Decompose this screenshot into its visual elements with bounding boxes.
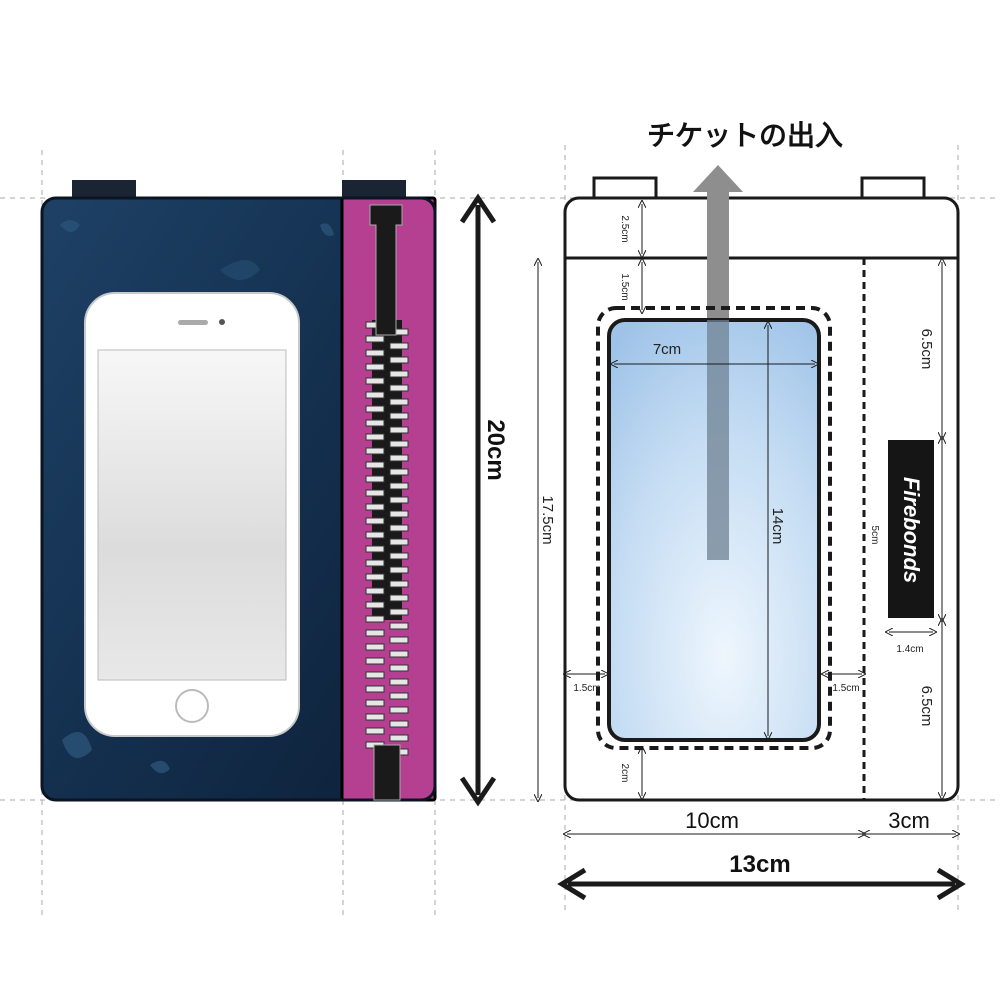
- zipper-tooth: [365, 349, 385, 357]
- zipper-tooth: [389, 664, 409, 672]
- zipper-stop-bottom: [373, 744, 401, 801]
- zipper-tooth: [365, 377, 385, 385]
- phone-home-button: [175, 689, 209, 723]
- phone-illustration: [84, 292, 300, 737]
- brand-name: Firebonds: [899, 477, 924, 583]
- zipper-tooth: [389, 538, 409, 546]
- zipper-tooth: [389, 678, 409, 686]
- zipper-tooth: [389, 692, 409, 700]
- zipper-tooth: [365, 685, 385, 693]
- zipper-tooth: [365, 559, 385, 567]
- pouch-front-view: [40, 180, 437, 802]
- zipper-tooth: [389, 552, 409, 560]
- zipper-tooth: [365, 587, 385, 595]
- zipper-tooth: [365, 601, 385, 609]
- bottom-gap-label: 2cm: [619, 764, 630, 783]
- zipper-tooth: [365, 447, 385, 455]
- zipper-tooth: [365, 475, 385, 483]
- zipper-tooth: [389, 594, 409, 602]
- logo-width-label: 1.4cm: [896, 644, 923, 655]
- height-dimension: 20cm: [459, 193, 509, 807]
- logo-height-label: 5cm: [869, 526, 880, 545]
- zipper-tooth: [389, 468, 409, 476]
- zipper-tooth: [389, 706, 409, 714]
- zipper-tooth: [365, 433, 385, 441]
- zipper-tooth: [389, 426, 409, 434]
- dimension-labels: 2.5cm 1.5cm 2cm 17.5cm 7cm 14cm 1.5cm 1.…: [539, 215, 935, 878]
- zipper-tooth: [389, 524, 409, 532]
- zipper-tooth: [389, 398, 409, 406]
- zipper-tooth: [389, 720, 409, 728]
- side-right-label: 1.5cm: [832, 683, 859, 694]
- zipper-tooth: [365, 531, 385, 539]
- zipper-tooth: [389, 496, 409, 504]
- zipper-tooth: [389, 622, 409, 630]
- zipper-tooth: [365, 335, 385, 343]
- brand-label-block: [888, 440, 934, 618]
- zipper-tooth: [389, 370, 409, 378]
- pocket-bottom-label: 6.5cm: [918, 686, 935, 727]
- zipper-tooth: [389, 636, 409, 644]
- zipper-tooth: [365, 615, 385, 623]
- zipper-tooth: [389, 734, 409, 742]
- zipper-tooth: [389, 440, 409, 448]
- zipper-tooth: [365, 363, 385, 371]
- zipper-tooth: [389, 510, 409, 518]
- zipper-tooth: [389, 482, 409, 490]
- ticket-title: チケットの出入: [647, 120, 843, 151]
- side-left-label: 1.5cm: [573, 683, 600, 694]
- zipper-tooth: [365, 657, 385, 665]
- phone-speaker: [178, 320, 208, 325]
- zipper-tooth: [389, 356, 409, 364]
- zipper-tooth: [365, 517, 385, 525]
- zipper-tooth: [389, 580, 409, 588]
- zipper-tooth: [365, 489, 385, 497]
- window-width-label: 7cm: [653, 341, 681, 358]
- zipper-tooth: [365, 699, 385, 707]
- zipper-pull-top: [369, 204, 403, 336]
- zipper-tooth: [365, 391, 385, 399]
- zipper-track: [365, 204, 409, 801]
- total-width-label: 13cm: [729, 851, 790, 878]
- inner-height-label: 17.5cm: [539, 495, 556, 544]
- main-width-label: 10cm: [685, 808, 739, 833]
- total-height-label: 20cm: [482, 419, 509, 480]
- zipper-tooth: [389, 342, 409, 350]
- zipper-tooth: [389, 608, 409, 616]
- zipper-tooth: [365, 671, 385, 679]
- zipper-tooth: [365, 545, 385, 553]
- ticket-arrow-through-window: [707, 320, 729, 560]
- zipper-tooth: [365, 573, 385, 581]
- zipper-tooth: [365, 629, 385, 637]
- zipper-tooth: [389, 566, 409, 574]
- zipper-tooth: [365, 713, 385, 721]
- zipper-tooth: [389, 454, 409, 462]
- pocket-top-label: 6.5cm: [918, 329, 935, 370]
- zipper-tooth: [389, 650, 409, 658]
- dimension-lines: [538, 204, 956, 834]
- zipper-tooth: [365, 727, 385, 735]
- window-seam-outline: [596, 306, 832, 750]
- total-width-dimension: [557, 867, 966, 901]
- zipper-tooth: [365, 503, 385, 511]
- pocket-width-label: 3cm: [888, 808, 930, 833]
- zipper-tooth: [389, 412, 409, 420]
- top-band-label: 2.5cm: [619, 215, 630, 242]
- window-height-label: 14cm: [769, 508, 786, 545]
- zipper-tooth: [365, 461, 385, 469]
- zipper-tooth: [365, 643, 385, 651]
- top-gap-label: 1.5cm: [619, 273, 630, 300]
- phone-screen: [97, 349, 287, 681]
- zipper-tooth: [365, 419, 385, 427]
- zipper-tooth: [389, 384, 409, 392]
- phone-camera: [219, 319, 225, 325]
- zipper-tooth: [365, 405, 385, 413]
